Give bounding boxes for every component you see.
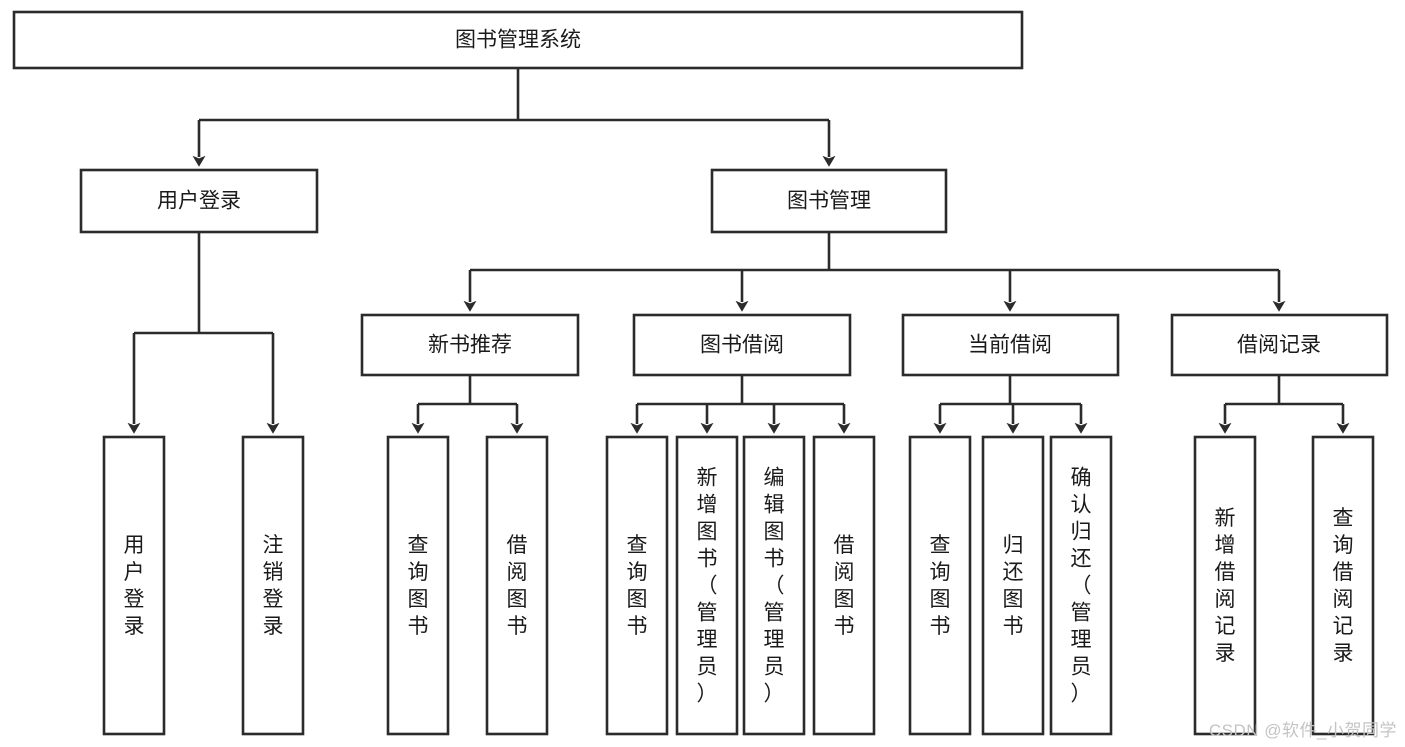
node-leaf-query-book-borrow-box: [605, 435, 669, 736]
node-leaf-query-book-borrow-label: 查询图书: [627, 534, 648, 638]
node-user-login[interactable]: 用户登录: [79, 168, 319, 234]
node-borrow-record-label: 借阅记录: [1237, 334, 1321, 357]
node-leaf-query-record[interactable]: 查询借阅记录: [1311, 435, 1375, 736]
node-leaf-edit-book-label: 编辑图书（管理员）: [764, 467, 785, 706]
node-borrow-record-box: [1170, 313, 1389, 377]
node-new-book-recommend-box: [360, 313, 580, 377]
csdn-watermark: CSDN @软件_小贺同学: [1208, 721, 1397, 740]
node-leaf-confirm-return[interactable]: 确认归还（管理员）: [1049, 435, 1113, 736]
node-leaf-edit-book[interactable]: 编辑图书（管理员）: [742, 435, 806, 736]
node-leaf-confirm-return-label: 确认归还（管理员）: [1071, 467, 1092, 706]
node-leaf-borrow-book-rec[interactable]: 借阅图书: [485, 435, 549, 736]
node-leaf-add-record-label: 新增借阅记录: [1215, 507, 1236, 665]
node-new-book-recommend[interactable]: 新书推荐: [360, 313, 580, 377]
node-leaf-logout-label: 注销登录: [263, 534, 284, 638]
node-user-login-label: 用户登录: [157, 190, 241, 213]
node-root-label: 图书管理系统: [455, 29, 581, 52]
node-leaf-add-book-box: [675, 435, 739, 736]
node-leaf-query-book-cur[interactable]: 查询图书: [908, 435, 972, 736]
node-leaf-add-book[interactable]: 新增图书（管理员）: [675, 435, 739, 736]
node-leaf-logout[interactable]: 注销登录: [241, 435, 305, 736]
node-leaf-user-login-label: 用户登录: [124, 534, 145, 638]
node-leaf-user-login-box: [102, 435, 166, 736]
node-book-borrow-box: [632, 313, 852, 377]
node-leaf-edit-book-box: [742, 435, 806, 736]
node-book-borrow-label: 图书借阅: [700, 334, 784, 357]
node-current-borrow-box: [901, 313, 1120, 377]
node-book-borrow[interactable]: 图书借阅: [632, 313, 852, 377]
node-leaf-borrow-book-box: [812, 435, 876, 736]
node-leaf-query-record-label: 查询借阅记录: [1333, 507, 1354, 665]
node-leaf-user-login[interactable]: 用户登录: [102, 435, 166, 736]
node-leaf-borrow-book-rec-label: 借阅图书: [507, 534, 528, 638]
node-leaf-logout-box: [241, 435, 305, 736]
node-leaf-return-book[interactable]: 归还图书: [981, 435, 1045, 736]
node-current-borrow-label: 当前借阅: [968, 334, 1052, 357]
node-leaf-query-book-rec[interactable]: 查询图书: [386, 435, 450, 736]
node-book-manage-label: 图书管理: [787, 190, 871, 213]
leaf-node-layer: 用户登录 注销登录 查询图书 借阅图书 查询图书 新增图书（管理员） 编辑图书（管理员） 借阅…: [102, 435, 1375, 736]
node-book-manage[interactable]: 图书管理: [710, 168, 948, 234]
node-borrow-record[interactable]: 借阅记录: [1170, 313, 1389, 377]
node-book-manage-box: [710, 168, 948, 234]
connector-layer: [127, 68, 1350, 434]
node-current-borrow[interactable]: 当前借阅: [901, 313, 1120, 377]
node-root[interactable]: 图书管理系统: [12, 10, 1024, 70]
node-leaf-query-book-rec-label: 查询图书: [408, 534, 429, 638]
node-new-book-recommend-label: 新书推荐: [428, 334, 512, 357]
node-leaf-query-record-box: [1311, 435, 1375, 736]
node-root-box: [12, 10, 1024, 70]
node-leaf-query-book-cur-label: 查询图书: [930, 534, 951, 638]
node-leaf-borrow-book-rec-box: [485, 435, 549, 736]
node-leaf-query-book-cur-box: [908, 435, 972, 736]
node-leaf-query-book-borrow[interactable]: 查询图书: [605, 435, 669, 736]
node-leaf-borrow-book-label: 借阅图书: [834, 534, 855, 638]
node-leaf-add-record-box: [1193, 435, 1257, 736]
node-leaf-add-record[interactable]: 新增借阅记录: [1193, 435, 1257, 736]
node-leaf-return-book-label: 归还图书: [1003, 534, 1024, 638]
node-leaf-borrow-book[interactable]: 借阅图书: [812, 435, 876, 736]
node-leaf-add-book-label: 新增图书（管理员）: [697, 467, 718, 706]
node-leaf-confirm-return-box: [1049, 435, 1113, 736]
node-leaf-query-book-rec-box: [386, 435, 450, 736]
node-user-login-box: [79, 168, 319, 234]
node-leaf-return-book-box: [981, 435, 1045, 736]
